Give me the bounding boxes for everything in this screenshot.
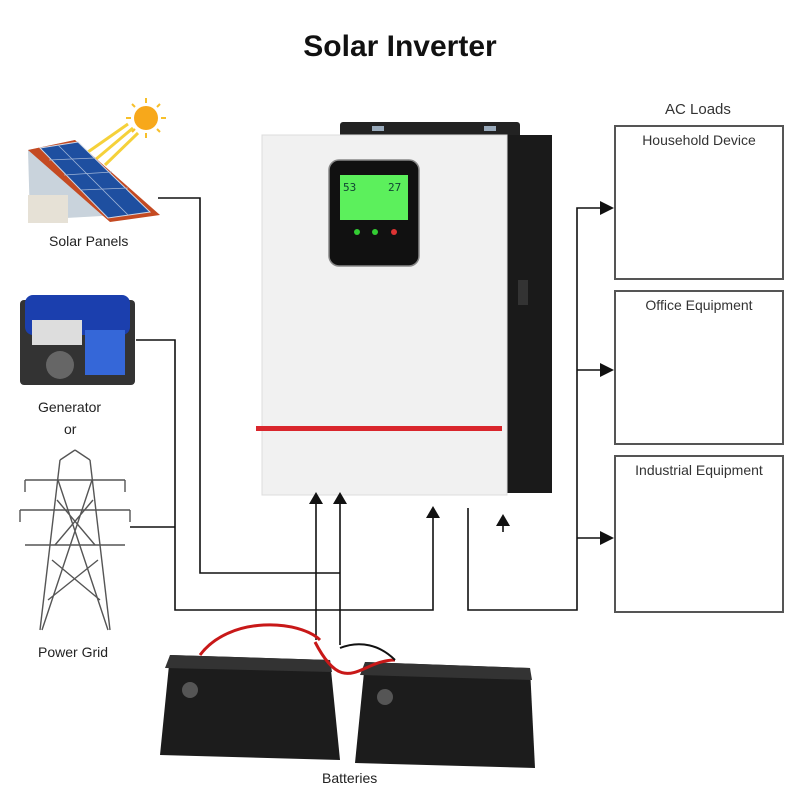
inverter-image (256, 122, 552, 496)
lcd-readout-right: 27 (388, 181, 402, 194)
batteries-label: Batteries (322, 770, 378, 786)
solar-panels-label: Solar Panels (49, 233, 129, 249)
arrow-heads (309, 201, 614, 545)
power-grid-tower-image (19, 449, 131, 631)
industrial-equipment-box: Industrial Equipment (614, 455, 784, 613)
industrial-equipment-label: Industrial Equipment (635, 462, 763, 478)
power-grid-label: Power Grid (38, 644, 109, 660)
household-device-box: Household Device (614, 125, 784, 280)
or-label: or (64, 421, 77, 437)
ac-loads-heading: AC Loads (665, 101, 731, 118)
generator-label: Generator (38, 399, 102, 415)
office-equipment-label: Office Equipment (645, 297, 753, 313)
sun-icon (87, 98, 166, 167)
generator-image (20, 295, 135, 385)
solar-panels-image (28, 140, 160, 223)
page-title: Solar Inverter (303, 30, 497, 63)
lcd-readout-left: 53 (343, 181, 357, 194)
office-equipment-box: Office Equipment (614, 290, 784, 445)
wiring (130, 197, 600, 645)
household-device-label: Household Device (642, 132, 756, 148)
batteries-image (160, 623, 535, 768)
